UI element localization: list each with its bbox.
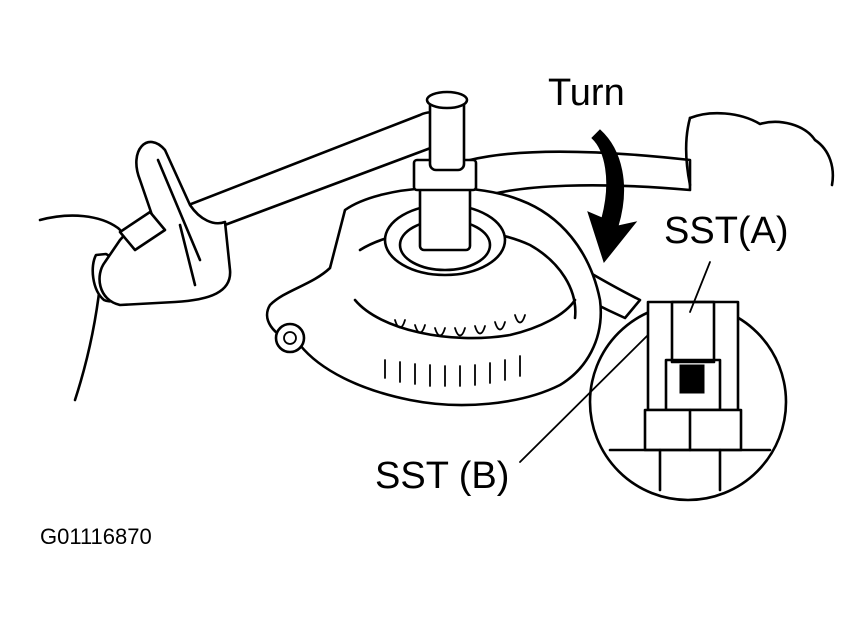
sst-b-label: SST (B) bbox=[375, 455, 510, 497]
curved-arrow-icon bbox=[587, 129, 638, 264]
right-hand bbox=[684, 111, 835, 187]
leader-lines bbox=[519, 261, 711, 463]
detail-inset bbox=[588, 300, 788, 502]
left-hand bbox=[38, 214, 126, 402]
alternator bbox=[265, 90, 603, 407]
figure-code: G01116870 bbox=[40, 524, 152, 549]
cooling-fins bbox=[384, 314, 526, 387]
turn-label: Turn bbox=[548, 72, 625, 114]
sst-a-label: SST(A) bbox=[664, 210, 789, 252]
